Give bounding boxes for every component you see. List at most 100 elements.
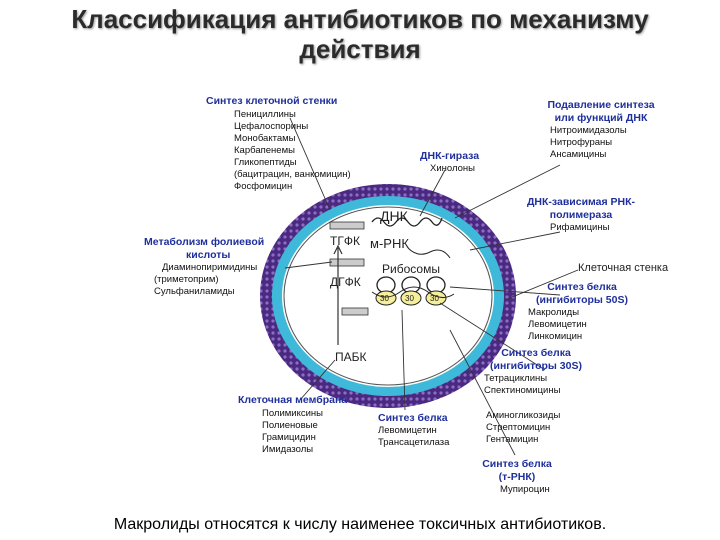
list-item: (триметоприм) bbox=[154, 274, 219, 285]
list-item: Гликопептиды bbox=[234, 157, 297, 168]
list-item: Гентамицин bbox=[486, 434, 539, 445]
pointer-cell-wall-label bbox=[504, 269, 579, 301]
rna-polymerase-header-2: полимераза bbox=[549, 209, 613, 221]
dna-suppression-header-1: Подавление синтеза bbox=[547, 99, 655, 111]
trna-list: Мупироцин bbox=[500, 484, 572, 496]
page-title: Классификация антибиотиков по механизму … bbox=[0, 4, 720, 64]
mrna-strand bbox=[407, 247, 451, 259]
pointer-gyrase bbox=[419, 169, 446, 217]
protein-50s-header-2: (ингибиторы 50S) bbox=[536, 294, 628, 306]
rna-polymerase-list: Рифамицины bbox=[550, 222, 646, 234]
list-item: Имидазолы bbox=[262, 444, 314, 455]
enzyme-block-2 bbox=[329, 258, 365, 267]
list-item: Полиеновые bbox=[262, 420, 318, 431]
list-item: Полимиксины bbox=[262, 408, 323, 419]
label-mrna: м-РНК bbox=[370, 236, 409, 251]
list-item: Сульфаниламиды bbox=[154, 286, 235, 297]
dna-strand bbox=[371, 217, 443, 227]
label-ribosome-sub-2: 30 bbox=[405, 294, 414, 303]
label-ribosomes: Рибосомы bbox=[382, 262, 440, 276]
group-cell-wall: Синтез клеточной стенки Пенициллины Цефа… bbox=[206, 95, 351, 193]
membrane-line bbox=[283, 206, 493, 386]
list-item: Карбапенемы bbox=[234, 145, 295, 156]
folate-list-1: Диаминопиримидины bbox=[162, 262, 264, 274]
group-dna-suppression: Подавление синтеза или функций ДНК Нитро… bbox=[536, 99, 666, 161]
ribosome-group bbox=[371, 276, 455, 306]
list-item: Аминогликозиды bbox=[486, 410, 561, 421]
list-item: Хинолоны bbox=[430, 163, 475, 174]
group-rna-polymerase: ДНК-зависимая РНК- полимераза Рифамицины bbox=[516, 196, 646, 234]
ribosome-thread bbox=[371, 286, 455, 298]
cell-wall-list: Пенициллины Цефалоспорины Монобактамы Ка… bbox=[234, 109, 351, 193]
label-cell-wall: Клеточная стенка bbox=[578, 262, 669, 274]
label-ribosome-sub-1: 30 bbox=[380, 294, 389, 303]
membrane-list: Полимиксины Полиеновые Грамицидин Имидаз… bbox=[262, 408, 347, 456]
pointer-protein bbox=[401, 309, 406, 411]
folate-header-1: Метаболизм фолиевой bbox=[144, 236, 265, 248]
group-protein: Синтез белка Левомицетин Трансацетилаза bbox=[378, 412, 449, 449]
protein-list: Левомицетин Трансацетилаза bbox=[378, 425, 449, 449]
group-protein-30s: Синтез белка (ингибиторы 30S) Тетрацикли… bbox=[474, 347, 598, 446]
pointer-folate bbox=[284, 261, 333, 269]
list-item: Левомицетин bbox=[378, 425, 437, 436]
pointer-dna-suppression bbox=[454, 164, 561, 219]
dna-suppression-list: Нитроимидазолы Нитрофураны Ансамицины bbox=[550, 125, 666, 161]
group-dna-gyrase: ДНК-гираза Хинолоны bbox=[420, 150, 479, 175]
protein-30s-list-1: Тетрациклины Спектиномицины bbox=[484, 373, 598, 397]
cell-wall-header: Синтез клеточной стенки bbox=[206, 95, 338, 107]
dna-suppression-header-2: или функций ДНК bbox=[554, 112, 648, 124]
trna-header-1: Синтез белка bbox=[482, 458, 552, 470]
pointer-50s bbox=[449, 286, 561, 296]
pointer-trna bbox=[449, 329, 516, 456]
caption: Макролиды относятся к числу наименее ток… bbox=[113, 516, 607, 533]
list-item: (бацитрацин, ванкомицин) bbox=[234, 169, 351, 180]
rna-polymerase-header-1: ДНК-зависимая РНК- bbox=[526, 196, 636, 208]
protein-30s-header-1: Синтез белка bbox=[501, 347, 571, 359]
title-line-1: Классификация антибиотиков по механизму bbox=[71, 4, 649, 34]
list-item: Фосфомицин bbox=[234, 181, 293, 192]
list-item: Мупироцин bbox=[500, 484, 550, 495]
list-item: Спектиномицины bbox=[484, 385, 561, 396]
list-item: Тетрациклины bbox=[484, 373, 548, 384]
list-item: Пенициллины bbox=[234, 109, 296, 120]
trna-header-2: (т-РНК) bbox=[498, 471, 536, 483]
pointer-lines bbox=[284, 117, 579, 456]
list-item: Цефалоспорины bbox=[234, 121, 309, 132]
enzyme-block-1 bbox=[329, 221, 365, 230]
folate-list-2: (триметоприм) Сульфаниламиды bbox=[154, 274, 264, 298]
list-item: Грамицидин bbox=[262, 432, 316, 443]
pathway-arrowhead bbox=[333, 244, 343, 255]
label-paba: ПАБК bbox=[335, 350, 367, 364]
title-line-2: действия bbox=[299, 34, 421, 64]
pointer-rna-pol bbox=[469, 231, 561, 251]
list-item: Рифамицины bbox=[550, 222, 610, 233]
group-trna: Синтез белка (т-РНК) Мупироцин bbox=[462, 458, 572, 496]
protein-30s-list-2: Аминогликозиды Стрептомицин Гентамицин bbox=[486, 410, 598, 446]
pointer-30s bbox=[439, 302, 546, 371]
folate-header-2: кислоты bbox=[186, 249, 231, 261]
protein-50s-header-1: Синтез белка bbox=[547, 281, 617, 293]
list-item: Линкомицин bbox=[528, 331, 583, 342]
label-dhfa: ДГФК bbox=[330, 275, 361, 289]
pointer-cell-wall bbox=[289, 117, 331, 211]
list-item: Левомицетин bbox=[528, 319, 587, 330]
protein-header: Синтез белка bbox=[378, 412, 448, 424]
list-item: Ансамицины bbox=[550, 149, 607, 160]
label-ribosome-sub-3: 30 bbox=[430, 294, 439, 303]
list-item: Монобактамы bbox=[234, 133, 296, 144]
label-thfa: ТГФК bbox=[330, 234, 360, 248]
list-item: Нитроимидазолы bbox=[550, 125, 627, 136]
label-dna: ДНК bbox=[380, 208, 408, 224]
dna-gyrase-header: ДНК-гираза bbox=[420, 150, 480, 162]
list-item: Нитрофураны bbox=[550, 137, 613, 148]
list-item: Стрептомицин bbox=[486, 422, 551, 433]
group-protein-50s: Синтез белка (ингибиторы 50S) Макролиды … bbox=[520, 281, 644, 343]
dna-gyrase-list: Хинолоны bbox=[430, 163, 479, 175]
protein-50s-list: Макролиды Левомицетин Линкомицин bbox=[528, 307, 644, 343]
ribosome-30-1 bbox=[375, 290, 397, 306]
list-item: Трансацетилаза bbox=[378, 437, 450, 448]
ribosome-30-2 bbox=[400, 290, 422, 306]
list-item: Диаминопиримидины bbox=[162, 262, 258, 273]
group-membrane: Клеточная мембрана Полимиксины Полиеновы… bbox=[238, 394, 347, 456]
